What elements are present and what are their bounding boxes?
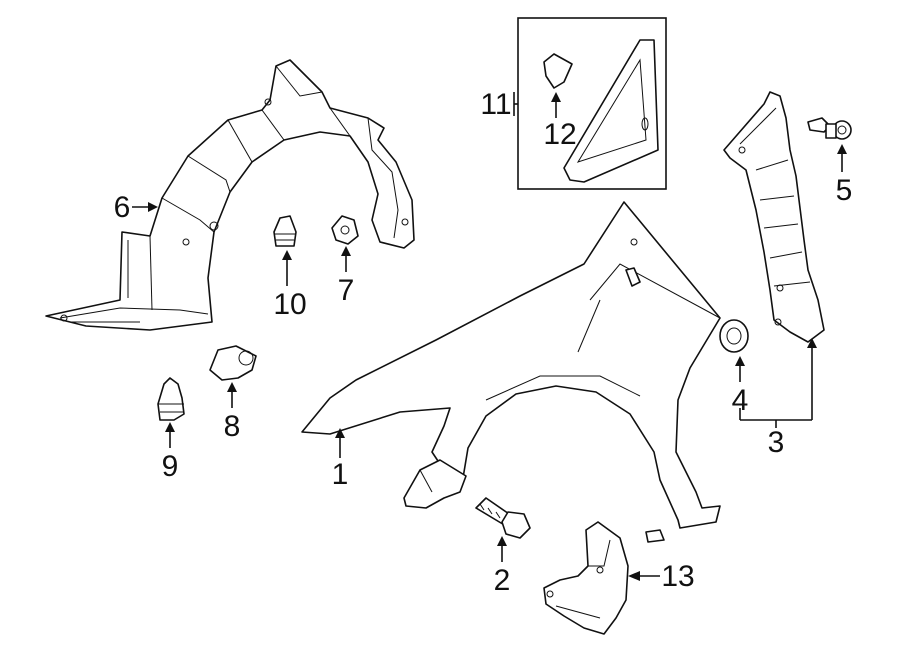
callout-13: 13	[661, 560, 694, 593]
fastener-5	[807, 117, 852, 140]
callout-5: 5	[836, 174, 853, 207]
callout-12: 12	[543, 118, 576, 151]
callout-2: 2	[494, 564, 511, 597]
fastener-4	[719, 319, 749, 353]
callout-8: 8	[224, 410, 241, 443]
fender	[301, 201, 721, 543]
callout-6: 6	[114, 191, 131, 224]
leader-lines	[132, 92, 847, 581]
callout-labels: 1 2 3 4 5 6 7 8 9 10 11 12 13	[114, 88, 853, 597]
fastener-2	[475, 497, 531, 539]
fastener-7	[331, 215, 359, 245]
callout-10: 10	[273, 288, 306, 321]
fastener-8	[209, 345, 257, 381]
callout-7: 7	[338, 274, 355, 307]
callout-9: 9	[162, 450, 179, 483]
callout-4: 4	[732, 384, 749, 417]
pillar-garnish	[563, 39, 659, 183]
callout-3: 3	[768, 426, 785, 459]
fender-liner	[45, 59, 415, 331]
fastener-10	[273, 215, 297, 247]
fastener-9	[157, 377, 185, 421]
callout-1: 1	[332, 458, 349, 491]
fender-bracket	[723, 91, 825, 343]
inset-box	[517, 17, 667, 190]
mud-guard	[543, 521, 629, 635]
garnish-clip	[543, 53, 573, 89]
callout-11: 11	[480, 88, 511, 121]
